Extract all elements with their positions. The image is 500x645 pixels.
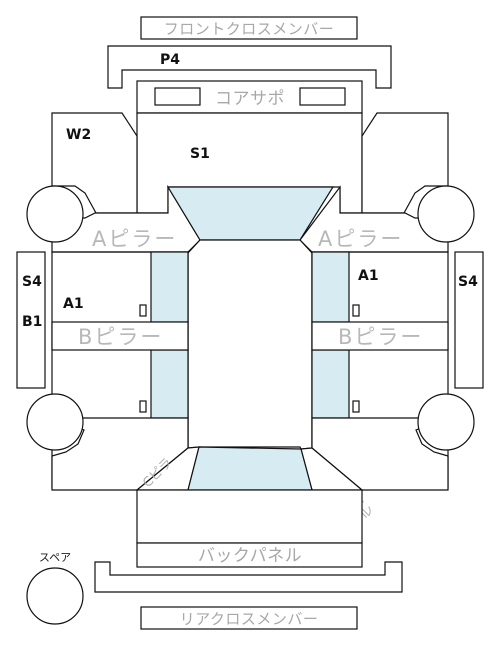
door-handle-rear-right[interactable]: [352, 400, 360, 413]
b-pillar-left-label: Bピラー: [78, 325, 163, 349]
code-p4: P4: [160, 52, 180, 68]
spare-label: スペア: [39, 551, 71, 564]
right-rear-window[interactable]: [311, 349, 350, 419]
a-pillar-left-label: Aピラー: [92, 227, 177, 251]
spare-tire[interactable]: [26, 567, 84, 625]
trunk-lid[interactable]: [136, 489, 363, 544]
b-pillar-right-label: Bピラー: [338, 325, 423, 349]
code-s4-right: S4: [458, 274, 478, 290]
wheel-front-left[interactable]: [26, 185, 84, 243]
left-front-window[interactable]: [150, 251, 189, 323]
code-a1-right-top: A1: [358, 268, 379, 284]
core-support-label: コアサポ: [215, 89, 285, 109]
quarter-panel-left[interactable]: [51, 417, 189, 491]
left-rear-window[interactable]: [150, 349, 189, 419]
headlight-left[interactable]: [154, 87, 201, 106]
rear-cross-member-box[interactable]: [140, 606, 358, 630]
front-cross-member-box[interactable]: [140, 16, 358, 40]
front-cross-member-label: フロントクロスメンバー: [164, 20, 335, 38]
bumper-reinforcement[interactable]: [107, 45, 392, 89]
code-b1-left: B1: [22, 314, 42, 330]
code-s4-left: S4: [22, 274, 42, 290]
door-handle-front-right[interactable]: [352, 304, 360, 317]
rear-cross-member-label: リアクロスメンバー: [180, 610, 319, 628]
back-panel-label: バックパネル: [198, 546, 302, 566]
a-pillar-right-label: Aピラー: [318, 227, 403, 251]
code-a1-left: A1: [63, 296, 84, 312]
side-sill-left[interactable]: [16, 251, 46, 389]
headlight-right[interactable]: [299, 87, 346, 106]
rear-window[interactable]: [187, 446, 313, 491]
wheel-front-right[interactable]: [417, 185, 475, 243]
back-panel-box[interactable]: [136, 542, 363, 568]
door-handle-front-left[interactable]: [139, 304, 147, 317]
roof[interactable]: [187, 239, 313, 450]
door-handle-rear-left[interactable]: [139, 400, 147, 413]
wheel-rear-left[interactable]: [26, 393, 84, 451]
side-sill-right[interactable]: [454, 251, 484, 389]
right-front-window[interactable]: [311, 251, 350, 323]
code-w2: W2: [66, 127, 91, 143]
quarter-panel-right[interactable]: [311, 417, 449, 491]
rear-bumper-reinforcement[interactable]: [94, 561, 403, 593]
b-pillar-left-area[interactable]: [51, 321, 189, 351]
code-s1: S1: [190, 146, 210, 162]
b-pillar-right-area[interactable]: [311, 321, 449, 351]
wheel-rear-right[interactable]: [417, 393, 475, 451]
